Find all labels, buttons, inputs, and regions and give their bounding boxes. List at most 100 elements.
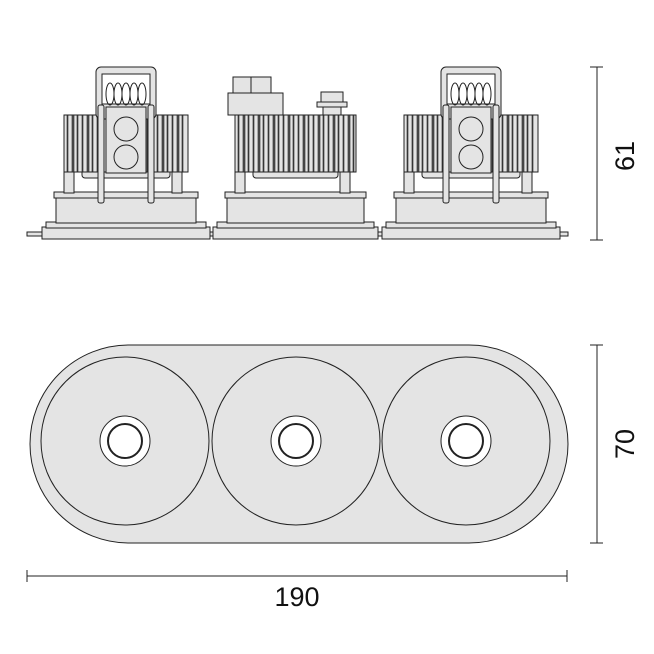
terminal-hole	[458, 116, 484, 142]
fin	[292, 114, 295, 173]
side-module-3	[381, 66, 561, 240]
fin	[66, 114, 69, 173]
fin	[171, 114, 174, 173]
spring-coil	[137, 82, 147, 106]
lens-inner	[448, 423, 484, 459]
fin	[307, 114, 310, 173]
fin	[337, 114, 340, 173]
driver-housing	[395, 195, 547, 224]
clip-arm	[492, 104, 500, 204]
top-module-3	[381, 356, 551, 526]
fin	[282, 114, 285, 173]
heatsink	[234, 114, 357, 173]
fin	[521, 114, 525, 173]
base-flange	[381, 226, 561, 240]
fin	[297, 114, 300, 173]
clip-window	[446, 73, 496, 105]
housing-lip	[224, 191, 367, 199]
leg	[171, 171, 183, 194]
nut	[320, 91, 344, 103]
stud	[322, 106, 342, 116]
terminal-hole	[113, 144, 139, 170]
fin	[247, 114, 250, 173]
terminal-hole	[458, 144, 484, 170]
dimension-height-top: 70	[590, 344, 640, 544]
top-module-2	[211, 356, 381, 526]
heatsink-fins	[237, 114, 355, 173]
fin	[332, 114, 336, 173]
lens-inner	[107, 423, 143, 459]
fin	[71, 114, 75, 173]
fin	[406, 114, 409, 173]
fin	[347, 114, 351, 173]
fin	[421, 114, 424, 173]
fin	[257, 114, 261, 173]
dimension-label-70: 70	[610, 429, 640, 459]
fin	[166, 114, 169, 173]
terminal-block-top	[232, 76, 272, 94]
clip-arm	[147, 104, 155, 204]
fin	[352, 114, 355, 173]
fin	[176, 114, 180, 173]
fin	[416, 114, 420, 173]
fin	[242, 114, 246, 173]
fin	[506, 114, 510, 173]
fin	[181, 114, 184, 173]
base-flange	[41, 226, 211, 240]
driver-housing	[226, 195, 365, 224]
leg	[63, 171, 75, 194]
clip-window	[101, 73, 151, 105]
fin	[511, 114, 514, 173]
fin	[252, 114, 255, 173]
fin	[86, 114, 90, 173]
fin	[272, 114, 276, 173]
fin	[81, 114, 84, 173]
fin	[436, 114, 439, 173]
fin	[317, 114, 321, 173]
fin	[327, 114, 330, 173]
side-module-2	[212, 76, 379, 240]
clip-arm	[442, 104, 450, 204]
housing-lip	[393, 191, 549, 199]
fin	[501, 114, 504, 173]
fin	[312, 114, 315, 173]
fin	[237, 114, 240, 173]
fin	[431, 114, 435, 173]
leg	[339, 171, 351, 194]
dimension-height-side: 61	[590, 66, 640, 241]
leg	[403, 171, 415, 194]
fin	[531, 114, 534, 173]
fin	[277, 114, 280, 173]
side-module-1	[41, 66, 211, 240]
fin	[516, 114, 519, 173]
housing-lip	[53, 191, 199, 199]
fin	[156, 114, 159, 173]
leg	[234, 171, 246, 194]
dimension-label-61: 61	[610, 141, 640, 171]
fin	[302, 114, 306, 173]
lens-inner	[278, 423, 314, 459]
terminal-hole	[113, 116, 139, 142]
dimension-width: 190	[26, 570, 568, 612]
fin	[91, 114, 94, 173]
spring-coil	[482, 82, 492, 106]
fin	[287, 114, 291, 173]
fin	[426, 114, 429, 173]
leg	[521, 171, 533, 194]
fin	[161, 114, 165, 173]
base-flange	[212, 226, 379, 240]
fin	[262, 114, 265, 173]
fin	[411, 114, 414, 173]
top-module-1	[40, 356, 210, 526]
fin	[322, 114, 325, 173]
fin	[342, 114, 345, 173]
clip-arm	[97, 104, 105, 204]
fin	[526, 114, 529, 173]
washer	[316, 101, 348, 108]
driver-housing	[55, 195, 197, 224]
top-view	[29, 344, 569, 544]
side-view	[26, 66, 569, 240]
fin	[267, 114, 270, 173]
fin	[76, 114, 79, 173]
